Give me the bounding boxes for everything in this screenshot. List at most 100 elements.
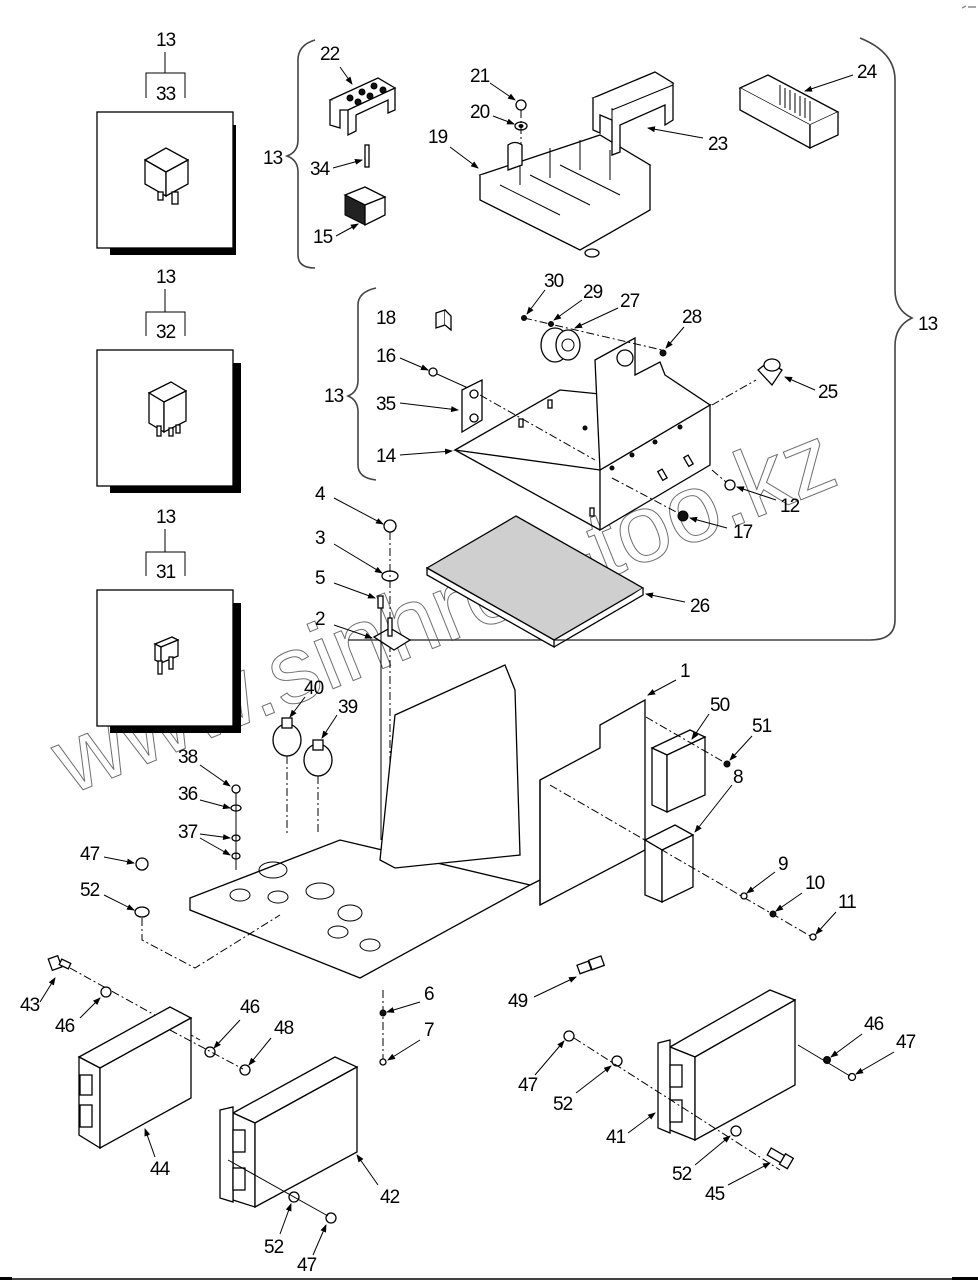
- part-47-nut: [325, 1212, 337, 1224]
- callout-34: 34: [310, 159, 331, 180]
- part-7-nut: [379, 1058, 387, 1066]
- callout-46: 46: [864, 1014, 884, 1035]
- callout-8: 8: [733, 767, 743, 788]
- rule-tick-right: [952, 1277, 978, 1280]
- callout-25: 25: [818, 382, 838, 403]
- callout-28: 28: [682, 307, 702, 328]
- callout-29: 29: [583, 282, 603, 303]
- callout-37: 37: [178, 822, 198, 843]
- callout-47: 47: [297, 1255, 317, 1276]
- part-35-bracket-plate: [461, 378, 483, 434]
- part-14-box-bracket: [453, 336, 713, 532]
- brace-label: 13: [324, 386, 344, 407]
- callout-49: 49: [508, 991, 528, 1012]
- callout-12: 12: [780, 496, 800, 517]
- callout-41: 41: [606, 1127, 626, 1148]
- callout-10: 10: [805, 873, 825, 894]
- callout-4: 4: [315, 484, 326, 505]
- callout-2: 2: [315, 609, 325, 630]
- callout-52: 52: [672, 1164, 692, 1185]
- part-28-screw: [659, 349, 667, 357]
- part-10-washer: [769, 910, 777, 918]
- part-52-washer: [730, 1125, 742, 1137]
- part-15-socket: [343, 186, 387, 227]
- callout-47: 47: [896, 1032, 916, 1053]
- part-47-nut: [847, 1072, 857, 1082]
- part-6-washer: [379, 1009, 387, 1017]
- callout-50: 50: [710, 695, 730, 716]
- part-45-bolt: [766, 1147, 795, 1170]
- panel-part-label: 33: [156, 84, 176, 105]
- part-48-nut: [239, 1064, 251, 1076]
- brace-label: 13: [263, 148, 283, 169]
- callout-38: 38: [178, 747, 198, 768]
- part-47-nut: [135, 857, 149, 871]
- inset-panel-31: 13 31: [96, 507, 241, 733]
- callout-35: 35: [376, 394, 396, 415]
- part-46-washer: [204, 1046, 216, 1058]
- callout-44: 44: [150, 1159, 171, 1180]
- fuse-icon: [153, 636, 180, 675]
- callout-24: 24: [857, 62, 878, 83]
- part-39-circuit-breaker: [303, 739, 333, 777]
- callout-30: 30: [544, 271, 564, 292]
- callout-52: 52: [553, 1094, 573, 1115]
- part-50-module: [650, 729, 707, 814]
- callout-9: 9: [778, 854, 788, 875]
- callout-48: 48: [274, 1018, 294, 1039]
- part-4-nut: [383, 519, 397, 533]
- callout-46: 46: [55, 1016, 75, 1037]
- brace-group-box-parts: 13: [348, 37, 939, 641]
- part-23-relay-cover: [591, 71, 675, 156]
- part-51-nut: [723, 760, 731, 768]
- part-11-nut: [809, 933, 817, 941]
- callout-20: 20: [470, 102, 490, 123]
- callout-11: 11: [838, 892, 856, 913]
- callout-39: 39: [338, 697, 358, 718]
- part-2-terminal-stud: [372, 617, 412, 651]
- part-40-circuit-breaker: [272, 717, 302, 757]
- callout-21: 21: [470, 66, 490, 87]
- part-25-flasher: [757, 358, 783, 387]
- panel-part-label: 32: [156, 322, 176, 343]
- callout-51: 51: [752, 716, 772, 737]
- callout-43: 43: [20, 995, 40, 1016]
- part-43-bolt: [47, 954, 72, 972]
- corner-mark: [961, 5, 976, 9]
- callout-47: 47: [80, 844, 100, 865]
- callout-6: 6: [424, 984, 434, 1005]
- relay-small-icon: [147, 381, 188, 437]
- part-9-washer: [740, 892, 748, 900]
- callout-26: 26: [690, 596, 710, 617]
- callout-14: 14: [376, 446, 397, 467]
- callout-18: 18: [376, 308, 396, 329]
- callout-16: 16: [376, 346, 396, 367]
- callout-47: 47: [518, 1075, 538, 1096]
- callout-15: 15: [313, 227, 333, 248]
- part-38-nut: [231, 784, 241, 794]
- inset-panel-33: 13 33: [96, 30, 236, 255]
- callout-17: 17: [733, 522, 753, 543]
- part-5-screw: [377, 595, 384, 609]
- part-8-module: [643, 824, 695, 904]
- part-34-pin: [364, 144, 370, 168]
- panel-group-label: 13: [156, 267, 176, 288]
- part-41-controller: [657, 989, 797, 1142]
- part-24-connector-strip: [738, 74, 840, 150]
- part-52-washer: [134, 906, 150, 918]
- brace-group-fuse-block-parts: 13: [263, 39, 316, 269]
- callout-23: 23: [708, 134, 728, 155]
- part-46-washer: [100, 986, 112, 998]
- callout-1: 1: [680, 661, 690, 682]
- brace-group-bracket-parts: 13: [324, 287, 377, 481]
- callout-3: 3: [315, 528, 325, 549]
- part-47-nut: [563, 1030, 575, 1042]
- panel-part-label: 31: [156, 562, 176, 583]
- panel-group-label: 13: [156, 507, 176, 528]
- part-22-fuse-cover: [328, 77, 397, 137]
- callout-52: 52: [80, 880, 100, 901]
- callout-52: 52: [264, 1237, 284, 1258]
- part-42-controller: [219, 1056, 359, 1209]
- callout-36: 36: [178, 784, 198, 805]
- relay-large-icon: [143, 147, 190, 205]
